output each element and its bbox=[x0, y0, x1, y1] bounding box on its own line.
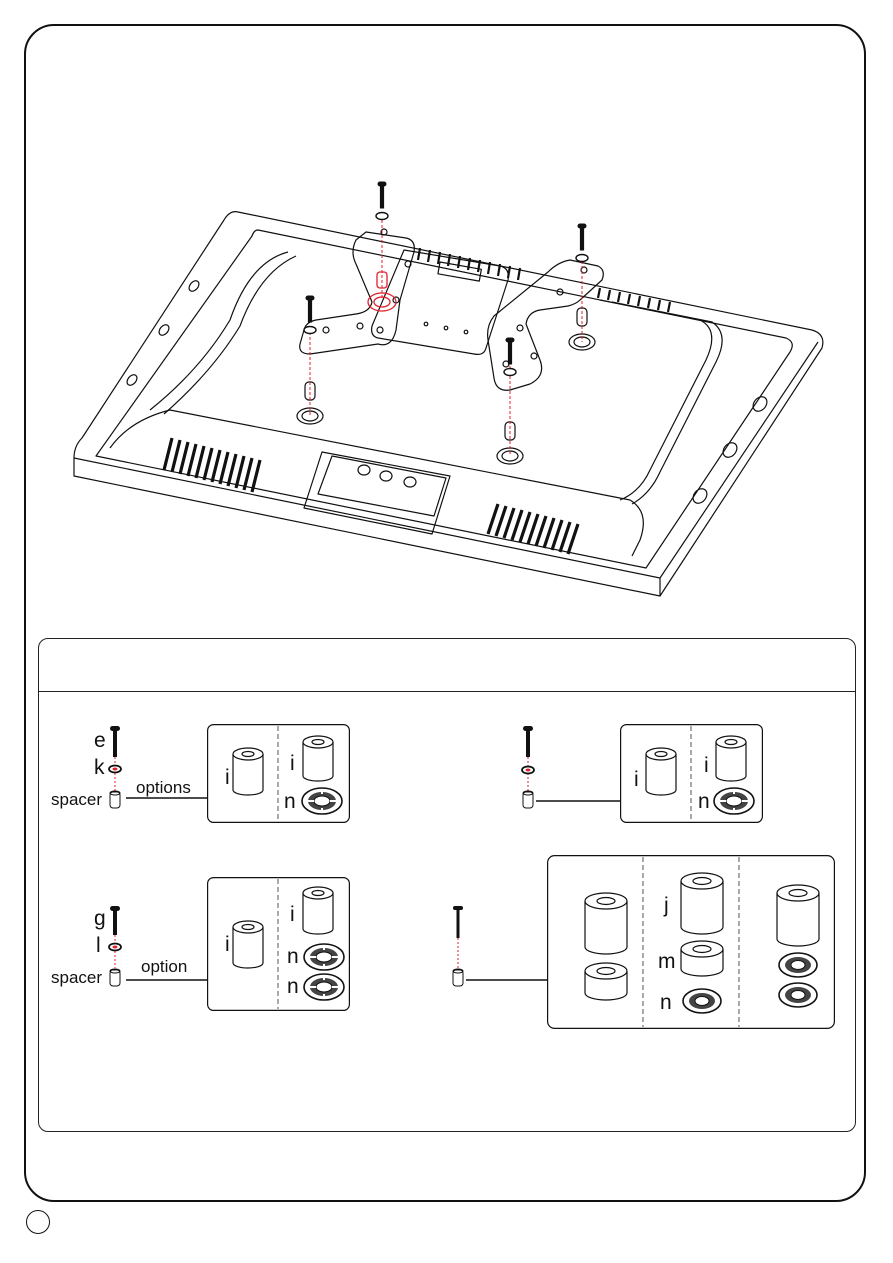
label-l: l bbox=[96, 934, 101, 957]
option-leader-line bbox=[126, 979, 208, 981]
base-ring-icon bbox=[303, 973, 345, 1001]
option-b-leader-line bbox=[536, 800, 622, 802]
label-i: i bbox=[290, 903, 295, 926]
label-j: j bbox=[664, 894, 669, 917]
label-m: m bbox=[658, 950, 676, 973]
screw-stack-b bbox=[521, 726, 535, 809]
label-n: n bbox=[660, 991, 672, 1014]
panel-header-divider bbox=[39, 691, 855, 692]
tv-back-illustration bbox=[73, 181, 824, 597]
screw-stack-d bbox=[452, 906, 464, 987]
label-spacer: spacer bbox=[51, 790, 103, 809]
label-n: n bbox=[284, 790, 296, 813]
label-n: n bbox=[287, 945, 299, 968]
page-number-circle bbox=[26, 1210, 50, 1234]
label-i: i bbox=[225, 933, 230, 956]
page-frame bbox=[24, 24, 866, 1202]
label-options: options bbox=[136, 778, 191, 797]
label-i: i bbox=[704, 754, 709, 777]
label-i: i bbox=[634, 768, 639, 791]
label-i: i bbox=[290, 752, 295, 775]
options-box-d bbox=[547, 855, 835, 1030]
label-n: n bbox=[287, 975, 299, 998]
screw-stack-e-k bbox=[108, 726, 122, 809]
base-ring-icon bbox=[303, 943, 345, 971]
options-leader-line bbox=[126, 797, 208, 799]
label-spacer: spacer bbox=[51, 968, 103, 987]
label-e: e bbox=[94, 729, 106, 752]
base-ring-icon bbox=[301, 787, 343, 815]
label-option: option bbox=[141, 957, 188, 976]
label-n: n bbox=[698, 790, 710, 813]
label-g: g bbox=[94, 907, 106, 930]
label-k: k bbox=[94, 756, 105, 779]
option-d-leader-line bbox=[466, 979, 549, 981]
label-i: i bbox=[225, 766, 230, 789]
base-ring-icon bbox=[713, 787, 755, 815]
hardware-options-panel bbox=[38, 638, 856, 1132]
screw-stack-g-l bbox=[108, 906, 122, 987]
